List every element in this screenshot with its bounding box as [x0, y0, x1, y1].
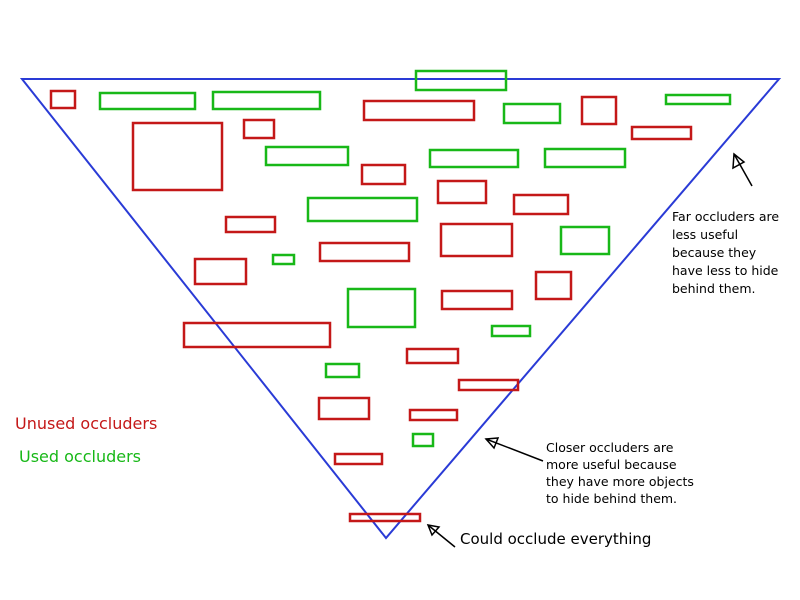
used-occluder	[502, 102, 562, 125]
unused-occluder	[318, 241, 411, 263]
unused-occluder	[333, 452, 384, 466]
unused-occluder	[580, 95, 618, 126]
legend-unused-label: Unused occluders	[15, 414, 158, 433]
unused-occluders	[49, 89, 693, 523]
unused-occluder	[405, 347, 460, 365]
used-occluder	[211, 90, 322, 111]
unused-occluder	[534, 270, 573, 301]
unused-occluder	[317, 396, 371, 421]
unused-occluder	[436, 179, 488, 205]
used-occluder	[428, 148, 520, 169]
used-occluder	[264, 145, 350, 167]
used-occluder	[271, 253, 296, 266]
unused-occluder	[49, 89, 77, 110]
used-occluder	[414, 69, 508, 92]
arrow-far-icon	[732, 152, 753, 187]
could-occlude-everything-note: Could occlude everything	[460, 530, 652, 548]
used-occluders	[98, 69, 732, 448]
legend-used-label: Used occluders	[19, 447, 142, 466]
unused-occluder	[193, 257, 248, 286]
view-frustum	[19, 78, 782, 540]
unused-occluder	[408, 408, 459, 422]
unused-occluder	[360, 163, 407, 186]
used-occluder	[490, 324, 532, 338]
unused-occluder	[439, 222, 514, 258]
used-occluder	[543, 147, 627, 169]
unused-occluder	[242, 118, 276, 140]
used-occluder	[664, 93, 732, 106]
unused-occluder	[348, 512, 422, 523]
used-occluder	[306, 196, 419, 223]
used-occluder	[411, 432, 435, 448]
used-occluder	[98, 91, 197, 111]
unused-occluder	[224, 215, 277, 234]
used-occluder	[346, 287, 417, 329]
unused-occluder	[512, 193, 570, 216]
unused-occluder	[362, 99, 476, 122]
unused-occluder	[182, 321, 332, 349]
unused-occluder	[131, 121, 224, 192]
arrow-could-occlude-icon	[426, 524, 456, 548]
closer-occluders-note: Closer occluders are more useful because…	[546, 440, 694, 506]
arrow-closer-icon	[484, 437, 544, 462]
used-occluder	[324, 362, 361, 379]
far-occluders-note: Far occluders are less useful because th…	[672, 209, 780, 296]
unused-occluder	[457, 378, 520, 392]
unused-occluder	[440, 289, 514, 311]
used-occluder	[559, 225, 611, 256]
unused-occluder	[630, 125, 693, 141]
